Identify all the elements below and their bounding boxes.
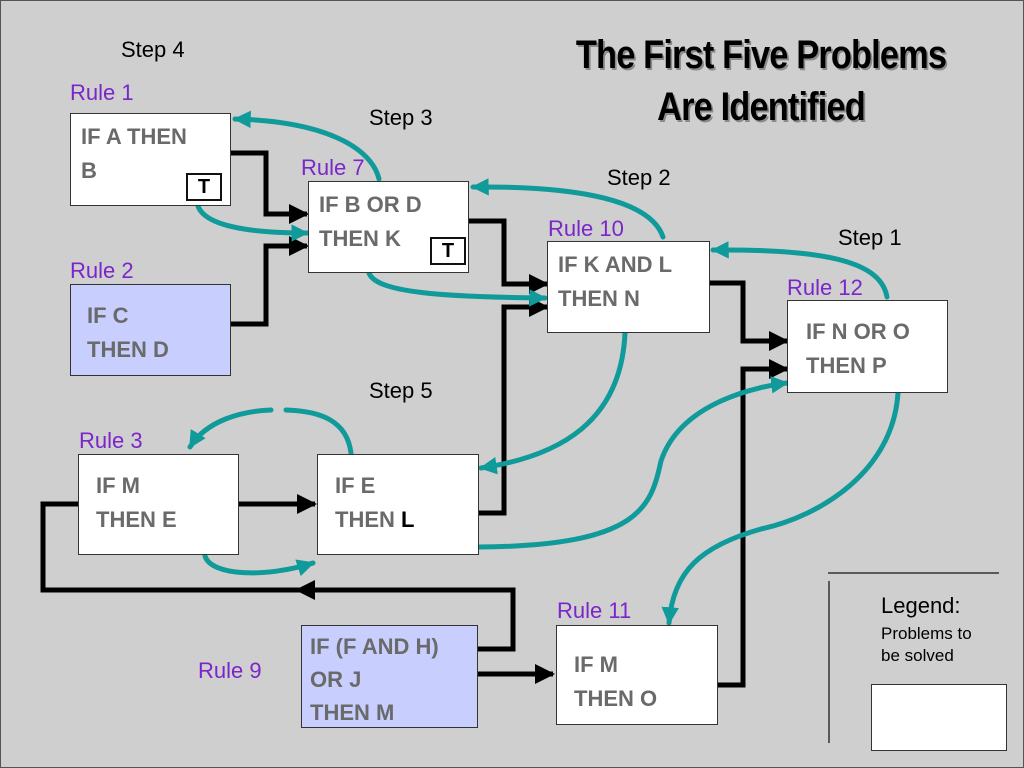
- rule-1-label: Rule 1: [70, 80, 134, 105]
- rule-2-conclusion: THEN D: [87, 337, 169, 362]
- teal-arrow-step3: [470, 178, 666, 240]
- teal-arrow-rule3-to-rule-e: [202, 553, 316, 577]
- rule-10-label: Rule 10: [548, 216, 624, 241]
- rule-3-condition: IF M: [96, 473, 140, 498]
- connector-rule7-to-rule10: [468, 218, 549, 294]
- rule-7-conclusion: THEN K: [319, 226, 401, 251]
- rule-9-condition-2: OR J: [310, 667, 362, 692]
- rule-2-condition: IF C: [87, 303, 129, 328]
- teal-arrow-rule12-to-rule11: [661, 390, 901, 626]
- rule-3-box: IF M THEN E: [78, 454, 239, 555]
- rule-1-conclusion: B: [81, 158, 97, 183]
- legend-description-line-2: be solved: [881, 646, 954, 665]
- rule-12-conclusion: THEN P: [806, 353, 887, 378]
- connector-rule-e-to-rule10: [478, 297, 549, 516]
- teal-arrow-rule-e-to-rule12: [476, 376, 790, 550]
- connector-rule10-to-rule12: [710, 280, 789, 351]
- rule-9-label: Rule 9: [198, 658, 262, 683]
- rule-9-box: IF (F AND H) OR J THEN M: [301, 625, 478, 728]
- step-5-label: Step 5: [369, 378, 433, 403]
- rule-e-box: IF E THEN L: [317, 454, 479, 555]
- rule-10-box: IF K AND L THEN N: [547, 241, 710, 333]
- rule-1-true-marker: T: [186, 173, 222, 201]
- legend-description-line-1: Problems to: [881, 624, 972, 643]
- rule-1-box: IF A THEN B: [70, 113, 231, 206]
- step-3-label: Step 3: [369, 105, 433, 130]
- teal-arrow-step2: [710, 241, 890, 300]
- rule-e-condition: IF E: [335, 473, 376, 498]
- connector-rule1-to-rule7: [231, 150, 309, 224]
- rule-11-conclusion: THEN O: [574, 686, 658, 711]
- rule-12-condition: IF N OR O: [806, 319, 910, 344]
- rule-2-label: Rule 2: [70, 258, 134, 283]
- rule-3-conclusion: THEN E: [96, 507, 177, 532]
- rule-11-label: Rule 11: [557, 598, 632, 623]
- step-1-label: Step 1: [838, 225, 902, 250]
- legend-title: Legend:: [881, 593, 961, 618]
- page-title: The First Five Problems Are Identified: [546, 29, 976, 133]
- connector-feedback-to-rule3: [40, 501, 299, 593]
- title-line-2: Are Identified: [657, 85, 866, 129]
- teal-arrow-step5-right: [283, 407, 354, 456]
- legend-description: Problems to be solved: [881, 623, 972, 667]
- title-line-1: The First Five Problems: [575, 33, 947, 77]
- connector-rule11-to-rule12: [717, 359, 789, 688]
- rule-3-label: Rule 3: [79, 428, 143, 453]
- rule-2-box: IF C THEN D: [70, 284, 231, 376]
- rule-7-true-marker: T: [430, 237, 466, 265]
- legend-sample-box: [871, 684, 1007, 751]
- rule-10-condition: IF K AND L: [558, 252, 673, 277]
- rule-7-label: Rule 7: [301, 155, 365, 180]
- teal-arrow-rule1-to-rule7: [195, 203, 310, 242]
- step-4-label: Step 4: [121, 37, 185, 62]
- connector-rule2-to-rule7: [231, 236, 309, 327]
- rule-12-label: Rule 12: [787, 275, 863, 300]
- teal-arrow-step5-left: [187, 407, 274, 450]
- rule-12-box: IF N OR O THEN P: [787, 300, 948, 393]
- rule-1-condition: IF A THEN: [81, 124, 187, 149]
- teal-arrow-rule7-to-rule10: [366, 270, 548, 307]
- step-2-label: Step 2: [607, 165, 671, 190]
- rule-e-variable-l: L: [401, 507, 415, 532]
- rule-11-condition: IF M: [574, 652, 618, 677]
- rule-9-condition: IF (F AND H): [310, 634, 439, 659]
- rule-e-conclusion-prefix: THEN: [335, 507, 401, 532]
- rule-11-box: IF M THEN O: [556, 625, 718, 725]
- teal-arrow-step4: [232, 110, 382, 182]
- rule-7-condition: IF B OR D: [319, 192, 422, 217]
- rule-9-conclusion: THEN M: [310, 700, 395, 725]
- connector-rule9-feedback: [295, 580, 516, 652]
- teal-arrow-rule10-to-rule-e: [478, 330, 628, 475]
- rule-10-conclusion: THEN N: [558, 286, 640, 311]
- rule-e-conclusion: THEN L: [335, 503, 478, 537]
